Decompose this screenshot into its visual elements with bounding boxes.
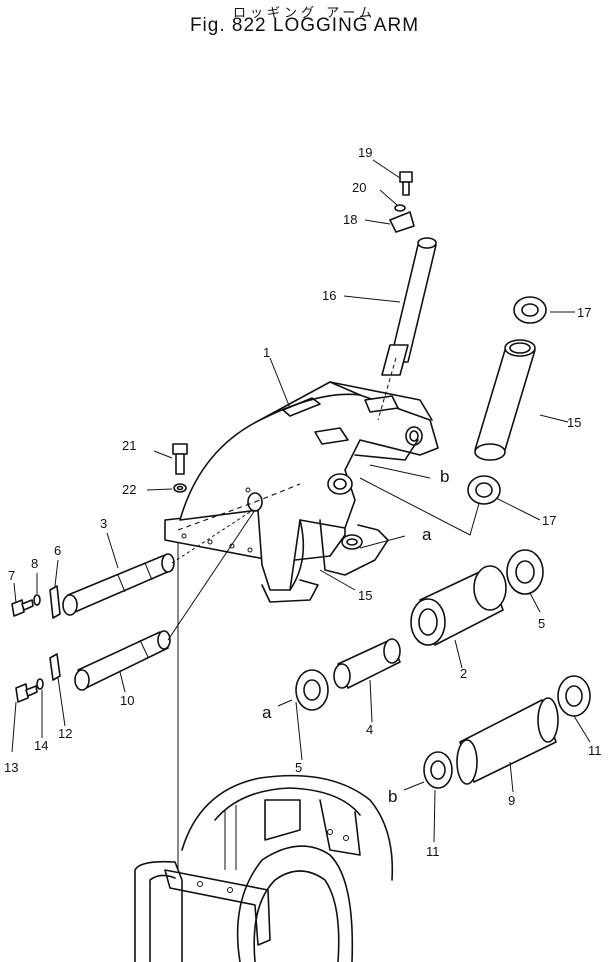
subtitle-japanese: ロッギング アーム (233, 6, 376, 21)
marker-a-left: a (262, 703, 272, 722)
leader-a-right (359, 535, 406, 549)
callout-22: 22 (122, 482, 136, 497)
small-parts-upper (11, 585, 61, 619)
callout-21: 21 (122, 438, 136, 453)
callout-8: 8 (31, 556, 38, 571)
callout-15-right: 15 (567, 415, 581, 430)
roller-9-assembly (423, 675, 591, 789)
tube-15-right (467, 296, 547, 505)
marker-a-right: a (422, 525, 432, 544)
pin-10 (74, 509, 256, 691)
vertical-pin-16 (377, 237, 437, 421)
callout-14: 14 (34, 738, 48, 753)
callout-9: 9 (508, 793, 515, 808)
callout-11-right: 11 (588, 743, 602, 758)
callout-12: 12 (58, 726, 72, 741)
callout-18: 18 (343, 212, 357, 227)
callout-labels: 19 20 18 16 17 1 15 17 15 21 22 3 6 8 7 … (4, 145, 602, 859)
logging-arm-body (164, 381, 439, 603)
callout-13: 13 (4, 760, 18, 775)
letter-markers: b a a b (262, 467, 449, 806)
callout-1: 1 (263, 345, 270, 360)
callout-19: 19 (358, 145, 372, 160)
leader-b-to-bearing (359, 477, 481, 536)
callout-5-right: 5 (538, 616, 545, 631)
roller-assembly (295, 549, 544, 711)
callout-7: 7 (8, 568, 15, 583)
callout-3: 3 (100, 516, 107, 531)
callout-10: 10 (120, 693, 134, 708)
marker-b-top: b (440, 467, 449, 486)
marker-b-bottom: b (388, 787, 397, 806)
figure-title: Fig. 822 LOGGING ARM (189, 15, 420, 36)
callout-4: 4 (366, 722, 373, 737)
callout-16: 16 (322, 288, 336, 303)
tractor-frame (134, 774, 394, 962)
bolt-21-group (172, 443, 188, 493)
pin-3 (62, 511, 251, 616)
callout-15-center: 15 (358, 588, 372, 603)
callout-6: 6 (54, 543, 61, 558)
callout-20: 20 (352, 180, 366, 195)
callout-5-left: 5 (295, 760, 302, 775)
leader-b-top (369, 464, 431, 479)
callout-2: 2 (460, 666, 467, 681)
callout-17-bottom: 17 (542, 513, 556, 528)
bolt-19-group (389, 171, 415, 233)
callout-11-bottom: 11 (426, 844, 440, 859)
leader-lines (11, 159, 591, 843)
small-parts-lower (15, 653, 61, 703)
callout-17-top: 17 (577, 305, 591, 320)
